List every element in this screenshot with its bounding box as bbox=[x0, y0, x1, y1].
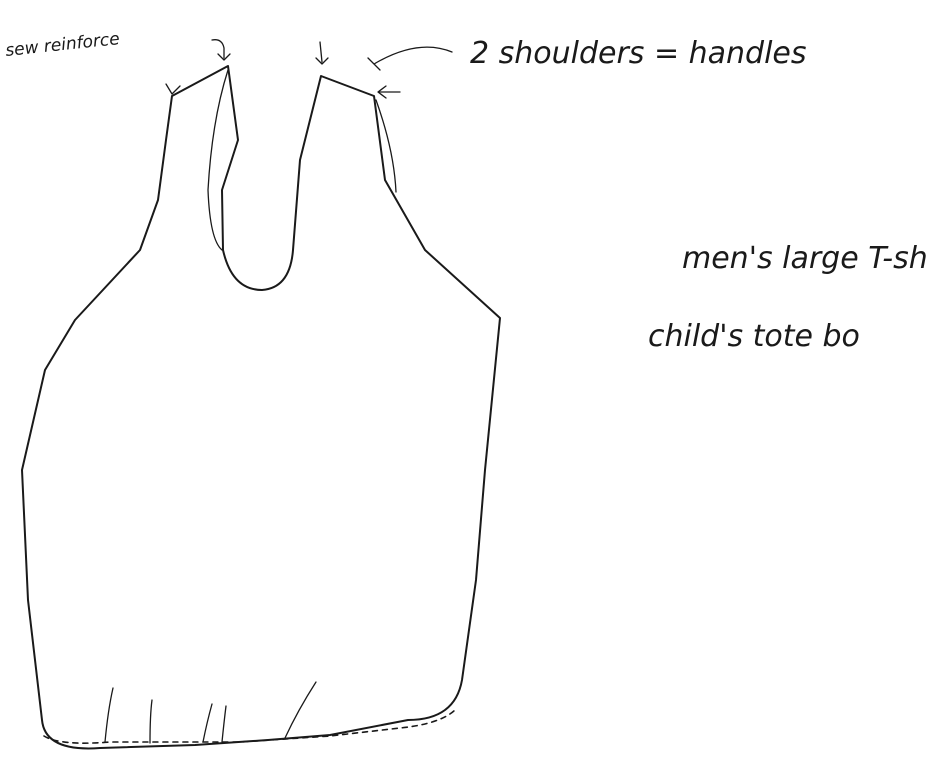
arrow-down-icon bbox=[316, 42, 328, 64]
arrow-left-icon bbox=[378, 86, 400, 98]
gather-fold-3 bbox=[203, 704, 212, 742]
right-shoulder-seam bbox=[376, 100, 396, 192]
note-line-1: men's large T-sh bbox=[682, 241, 928, 276]
curved-arrow-icon bbox=[368, 47, 452, 70]
arrow-down-icon bbox=[212, 40, 230, 60]
gather-fold-4 bbox=[222, 706, 226, 742]
sew-reinforce-label: sew reinforce bbox=[4, 29, 120, 61]
note-line-2: child's tote bo bbox=[648, 319, 860, 354]
gather-fold-5 bbox=[285, 682, 316, 738]
bag-outline bbox=[22, 66, 500, 748]
gather-fold-1 bbox=[105, 688, 113, 742]
gather-fold-2 bbox=[150, 700, 152, 743]
left-shoulder-fold bbox=[208, 70, 228, 250]
shoulders-label: 2 shoulders = handles bbox=[470, 36, 807, 71]
